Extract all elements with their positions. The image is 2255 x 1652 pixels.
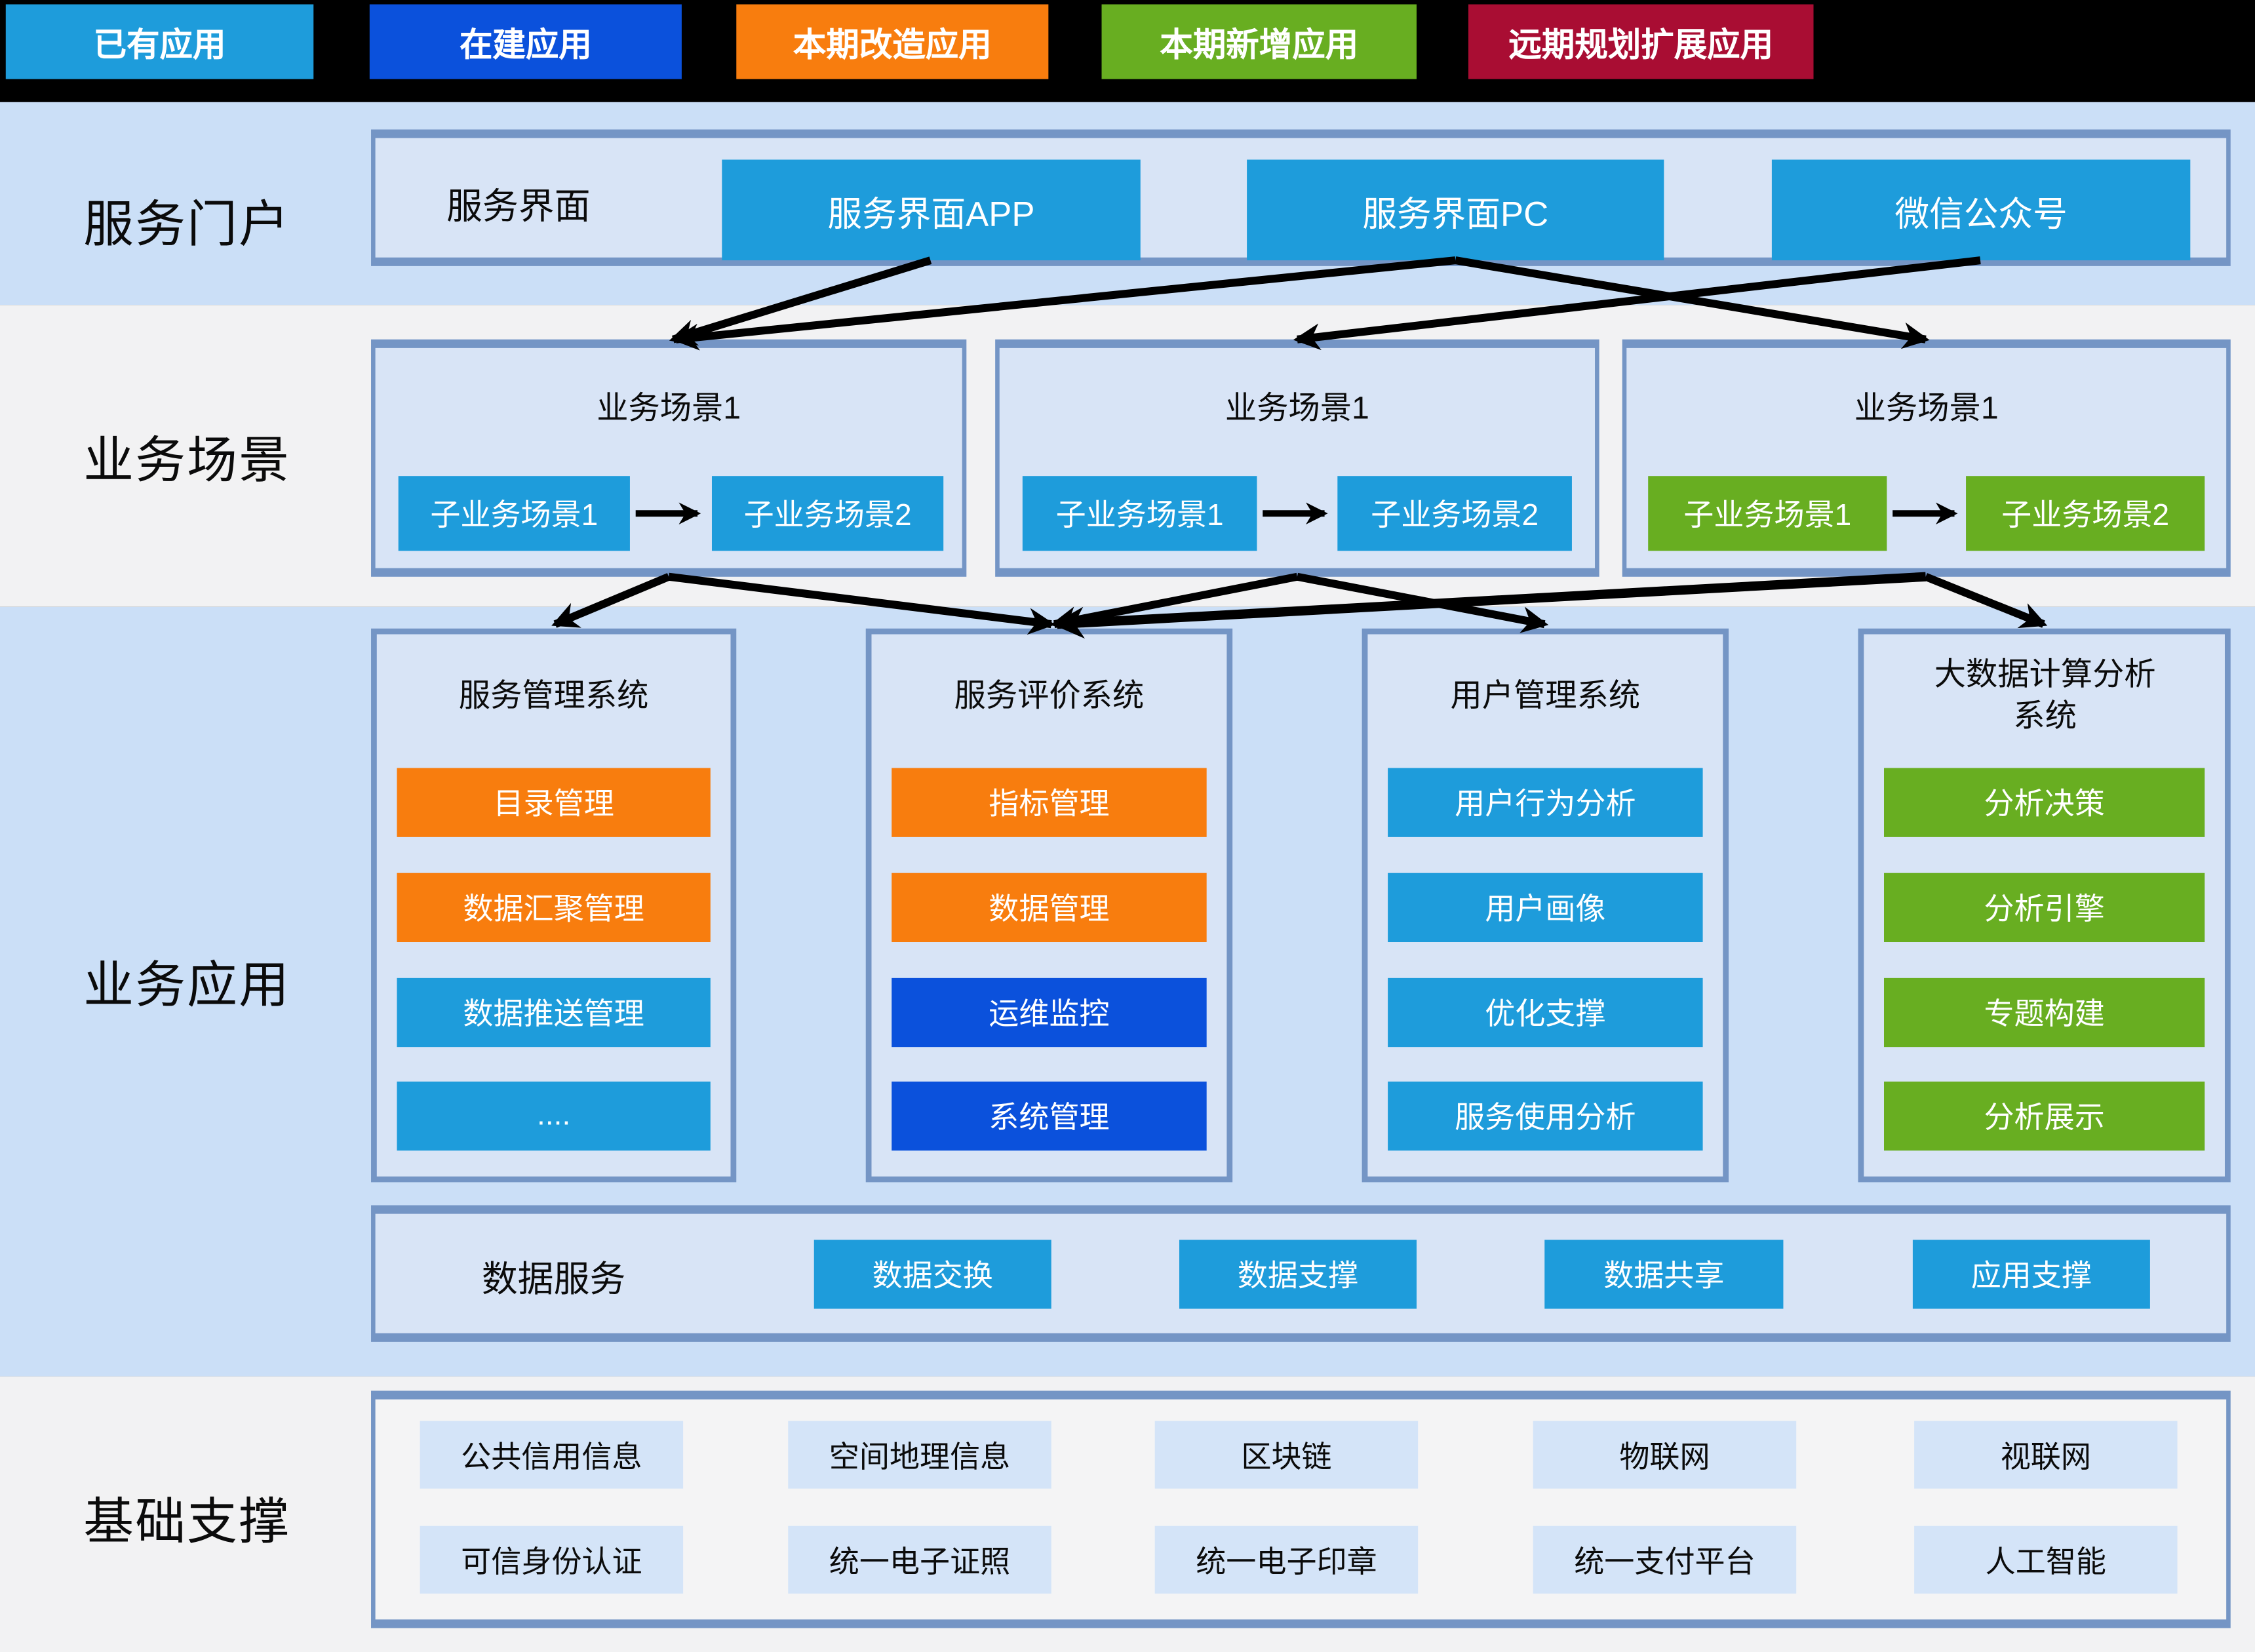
- app-chip: 运维监控: [892, 977, 1207, 1048]
- base-chip: 公共信用信息: [420, 1421, 684, 1489]
- app-chip: 分析展示: [1884, 1081, 2205, 1151]
- sub-scene-chip: 子业务场景1: [398, 476, 630, 551]
- data-service-label: 数据服务: [481, 1259, 626, 1301]
- app-chip: 系统管理: [892, 1081, 1207, 1151]
- sub-scene-chip: 子业务场景2: [1966, 476, 2205, 551]
- app-chip: ....: [397, 1081, 711, 1151]
- app-chip: 专题构建: [1884, 977, 2205, 1048]
- app-chip: 目录管理: [397, 768, 711, 837]
- app-chip: 服务使用分析: [1388, 1081, 1703, 1151]
- data-service-chip: 数据交换: [814, 1240, 1051, 1309]
- scene-title-3: 业务场景1: [1854, 389, 1999, 426]
- layer-label-business-apps: 业务应用: [83, 958, 291, 1014]
- app-chip: 指标管理: [892, 768, 1207, 837]
- legend-future-plan-app: 远期规划扩展应用: [1468, 4, 1814, 79]
- legend-existing-app: 已有应用: [5, 4, 314, 79]
- system-title-service-mgmt: 服务管理系统: [458, 677, 649, 714]
- sub-scene-chip: 子业务场景2: [711, 476, 944, 551]
- layer-label-base-support: 基础支撑: [83, 1494, 291, 1551]
- app-chip: 分析引擎: [1884, 873, 2205, 943]
- app-chip: 用户画像: [1388, 873, 1703, 943]
- app-chip: 分析决策: [1884, 768, 2205, 837]
- base-chip: 区块链: [1154, 1421, 1419, 1489]
- data-service-chip: 应用支撑: [1912, 1240, 2150, 1309]
- legend-current-new-app: 本期新增应用: [1101, 4, 1417, 79]
- app-chip: 优化支撑: [1388, 977, 1703, 1048]
- service-interface-group-label: 服务界面: [446, 187, 591, 227]
- base-chip: 统一电子印章: [1154, 1525, 1419, 1594]
- scene-title-1: 业务场景1: [597, 389, 741, 426]
- system-title-user-mgmt: 用户管理系统: [1450, 677, 1641, 714]
- base-chip: 空间地理信息: [788, 1421, 1051, 1489]
- sub-scene-chip: 子业务场景1: [1022, 476, 1257, 551]
- system-title-bigdata: 大数据计算分析系统: [1934, 656, 2156, 733]
- sub-scene-chip: 子业务场景2: [1337, 476, 1572, 551]
- app-chip: 用户行为分析: [1388, 768, 1703, 837]
- portal-chip-wechat: 微信公众号: [1771, 159, 2191, 261]
- app-chip: 数据汇聚管理: [397, 873, 711, 943]
- portal-chip-app: 服务界面APP: [722, 159, 1141, 261]
- base-chip: 可信身份认证: [420, 1525, 684, 1594]
- app-chip: 数据管理: [892, 873, 1207, 943]
- sub-scene-chip: 子业务场景1: [1648, 476, 1887, 551]
- layer-label-business-scenes: 业务场景: [83, 433, 291, 489]
- legend-current-upgrade-app: 本期改造应用: [736, 4, 1049, 79]
- layer-label-service-portal: 服务门户: [83, 197, 291, 254]
- base-chip: 视联网: [1914, 1421, 2178, 1489]
- system-title-service-eval: 服务评价系统: [954, 677, 1145, 714]
- base-chip: 统一支付平台: [1533, 1525, 1797, 1594]
- base-chip: 统一电子证照: [788, 1525, 1051, 1594]
- data-service-chip: 数据支撑: [1179, 1240, 1417, 1309]
- portal-chip-pc: 服务界面PC: [1247, 159, 1664, 261]
- legend-under-construction-app: 在建应用: [369, 4, 682, 79]
- scene-title-2: 业务场景1: [1225, 389, 1369, 426]
- base-chip: 人工智能: [1914, 1525, 2178, 1594]
- data-service-chip: 数据共享: [1544, 1240, 1784, 1309]
- app-chip: 数据推送管理: [397, 977, 711, 1048]
- base-chip: 物联网: [1533, 1421, 1797, 1489]
